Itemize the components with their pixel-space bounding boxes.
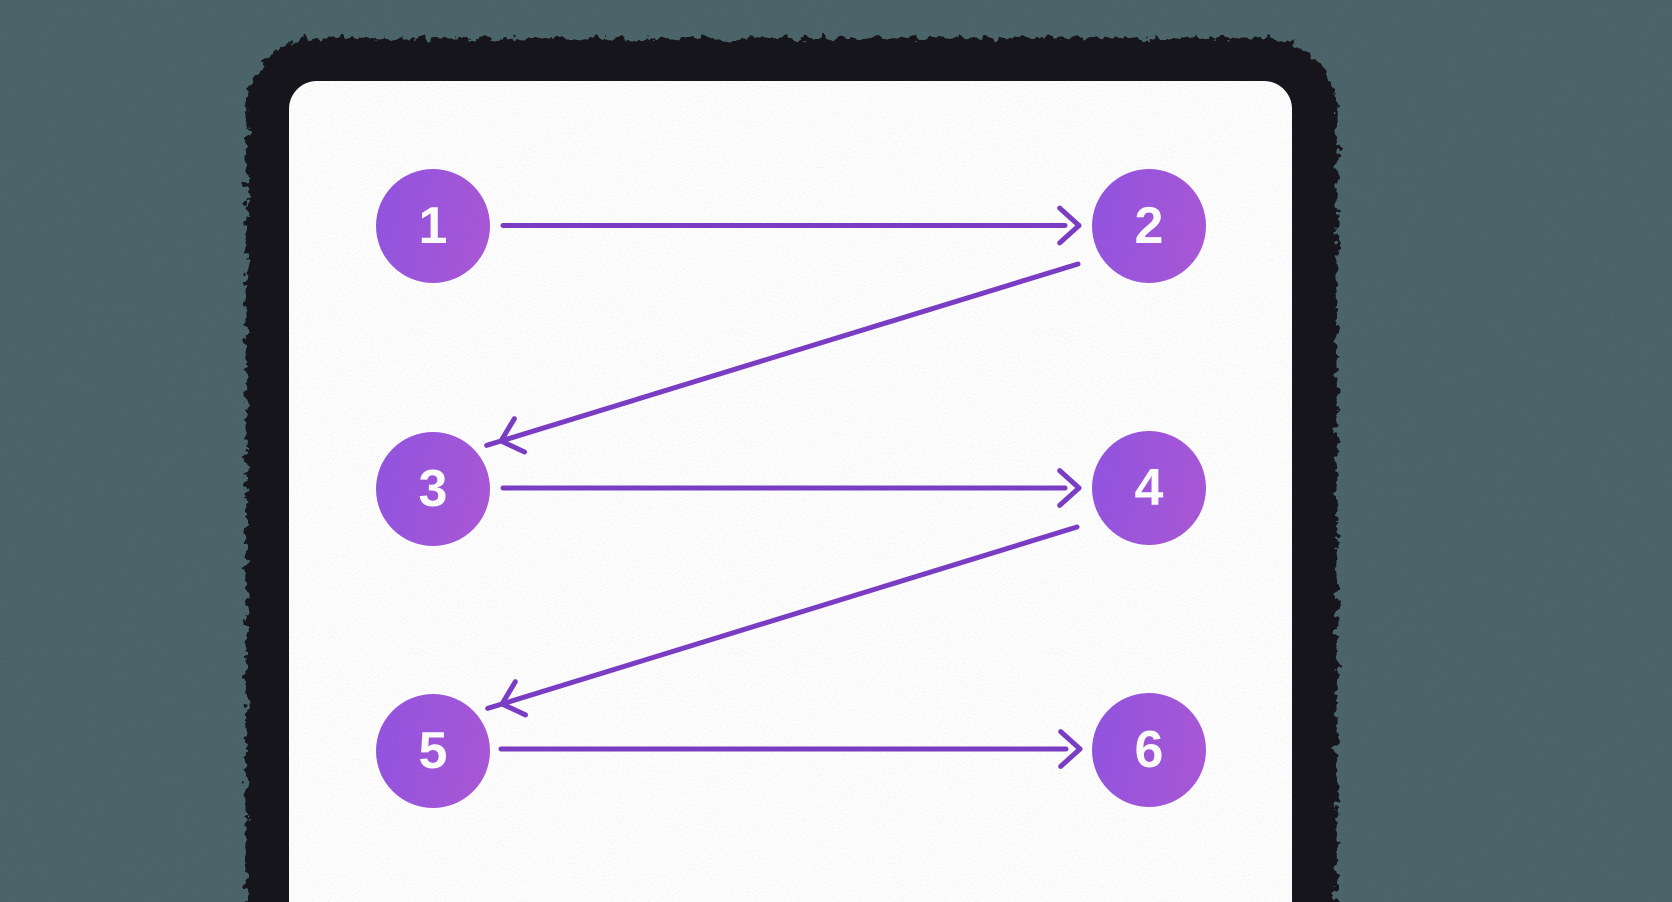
edge-line bbox=[484, 261, 1081, 448]
edge-line bbox=[485, 524, 1080, 711]
edge-line bbox=[1057, 485, 1082, 508]
edge-line bbox=[1058, 729, 1083, 752]
node-step-6: 6 bbox=[1092, 693, 1206, 807]
node-step-1: 1 bbox=[376, 169, 490, 283]
edge-line bbox=[499, 701, 529, 718]
node-step-4: 4 bbox=[1092, 431, 1206, 545]
node-step-5: 5 bbox=[376, 694, 490, 808]
edge-line bbox=[1057, 205, 1082, 228]
edge-line bbox=[1057, 223, 1082, 246]
edge-line bbox=[1058, 746, 1083, 769]
node-step-3: 3 bbox=[376, 432, 490, 546]
edge-line bbox=[1057, 468, 1082, 491]
node-step-2: 2 bbox=[1092, 169, 1206, 283]
edge-line bbox=[498, 438, 528, 455]
